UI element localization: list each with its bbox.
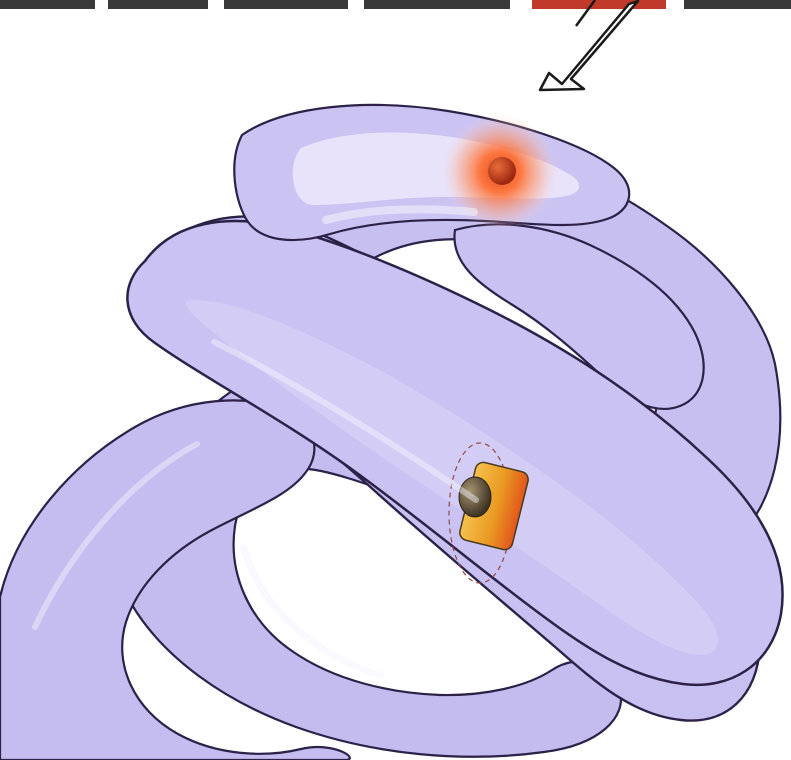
top-bars [0, 0, 791, 9]
down-left-arrow-icon [540, 0, 638, 90]
